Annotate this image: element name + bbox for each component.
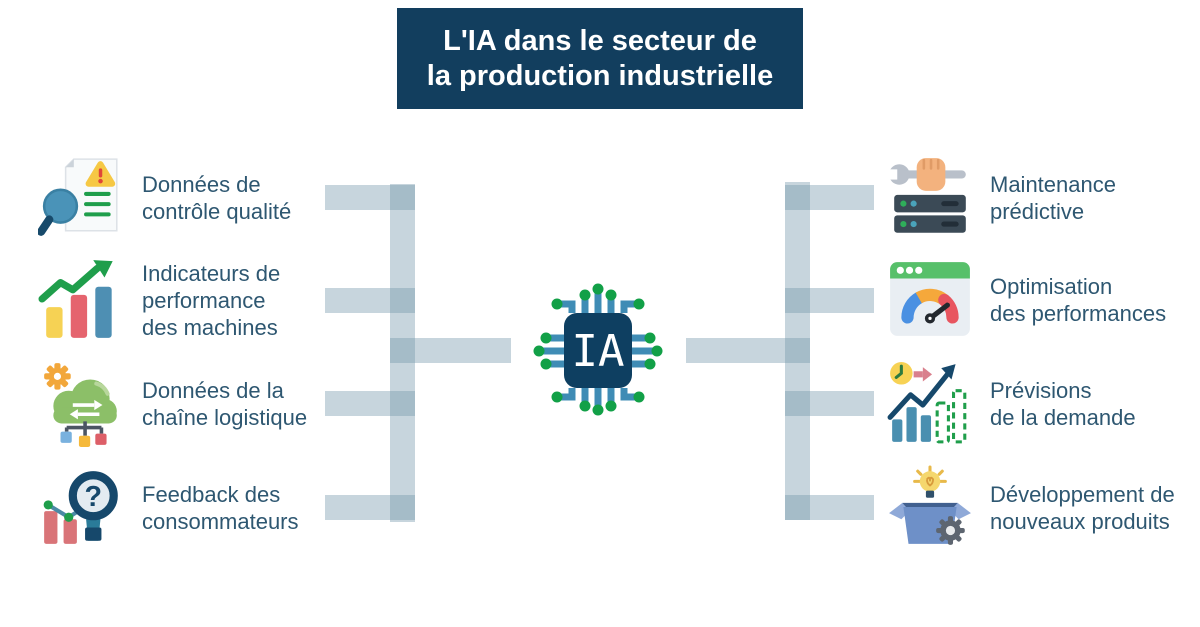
item-label: Indicateurs de performance des machines bbox=[142, 260, 281, 340]
left-stub-2 bbox=[325, 288, 415, 313]
left-center-connector bbox=[390, 338, 511, 363]
forecast-chart-icon bbox=[886, 360, 974, 448]
list-item-performance-indicators: Indicateurs de performance des machines bbox=[38, 248, 280, 352]
list-item-supply-chain-data: Données de la chaîne logistique bbox=[38, 352, 307, 456]
right-stub-3 bbox=[785, 391, 874, 416]
list-item-new-product-development: Développement de nouveaux produits bbox=[886, 456, 1175, 560]
performance-gauge-icon bbox=[886, 256, 974, 344]
page-title-line2: la production industrielle bbox=[426, 59, 774, 92]
maintenance-wrench-icon bbox=[886, 154, 974, 242]
item-label: Développement de nouveaux produits bbox=[990, 482, 1175, 534]
item-label: Données de contrôle qualité bbox=[142, 172, 292, 224]
item-label: Optimisation des performances bbox=[990, 274, 1167, 326]
list-item-performance-optimisation: Optimisation des performances bbox=[886, 248, 1166, 352]
page-title: L'IA dans le secteur de la production in… bbox=[397, 8, 803, 109]
right-stub-2 bbox=[785, 288, 874, 313]
left-stub-3 bbox=[325, 391, 415, 416]
product-box-icon bbox=[886, 464, 974, 552]
right-center-connector bbox=[686, 338, 810, 363]
item-label: Maintenance prédictive bbox=[990, 172, 1116, 224]
feedback-magnifier-icon: ? bbox=[38, 464, 126, 552]
list-item-consumer-feedback: ? Feedback des consommateurs bbox=[38, 456, 299, 560]
svg-text:?: ? bbox=[85, 481, 102, 513]
list-item-quality-data: Données de contrôle qualité bbox=[38, 146, 291, 250]
right-stub-1 bbox=[785, 185, 874, 210]
ai-chip-label: IA bbox=[572, 326, 625, 377]
item-label: Prévisions de la demande bbox=[990, 378, 1136, 430]
right-stub-4 bbox=[785, 495, 874, 520]
page-title-line1: L'IA dans le secteur de bbox=[443, 24, 757, 57]
list-item-predictive-maintenance: Maintenance prédictive bbox=[886, 146, 1116, 250]
ai-chip-icon: IA bbox=[531, 282, 665, 420]
quality-document-icon bbox=[38, 154, 126, 242]
list-item-demand-forecast: Prévisions de la demande bbox=[886, 352, 1136, 456]
item-label: Données de la chaîne logistique bbox=[142, 378, 308, 430]
supply-cloud-icon bbox=[38, 360, 126, 448]
left-bracket-vertical bbox=[390, 184, 415, 522]
left-stub-4 bbox=[325, 495, 415, 520]
right-bracket-vertical bbox=[785, 182, 810, 520]
performance-chart-icon bbox=[38, 256, 126, 344]
left-stub-1 bbox=[325, 185, 415, 210]
item-label: Feedback des consommateurs bbox=[142, 482, 299, 534]
